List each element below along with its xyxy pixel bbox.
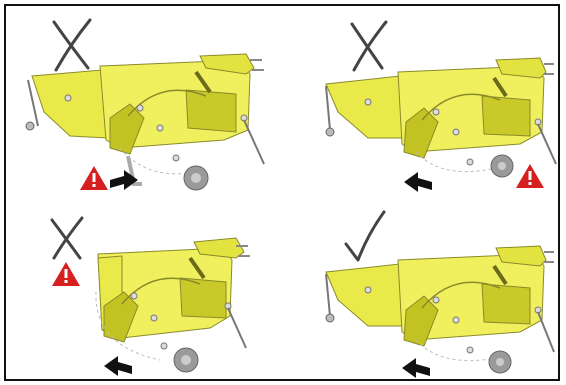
warning-triangle-icon xyxy=(516,164,544,188)
panel-top-left-incorrect xyxy=(10,8,286,194)
implement-drawing xyxy=(325,210,555,378)
panel-top-right-incorrect xyxy=(282,8,558,194)
panel-bottom-left-incorrect xyxy=(10,196,286,382)
arrow-left-icon xyxy=(402,358,430,378)
arrow-left-icon xyxy=(104,356,132,376)
arrow-right-icon xyxy=(110,170,138,190)
implement-body xyxy=(25,53,265,191)
cross-mark-icon xyxy=(52,18,92,72)
implement-drawing xyxy=(25,18,265,191)
implement-body xyxy=(325,57,557,178)
cross-mark-icon xyxy=(50,216,84,260)
cross-mark-icon xyxy=(350,20,388,72)
warning-triangle-icon xyxy=(80,166,108,190)
illustration-frame xyxy=(4,4,560,381)
implement-drawing xyxy=(325,20,557,192)
implement-body xyxy=(95,237,250,373)
arrow-left-icon xyxy=(404,172,432,192)
implement-drawing xyxy=(50,216,250,376)
panel-bottom-right-correct xyxy=(282,196,558,382)
check-mark-icon xyxy=(344,210,386,262)
warning-triangle-icon xyxy=(52,262,80,286)
implement-body xyxy=(325,245,555,374)
